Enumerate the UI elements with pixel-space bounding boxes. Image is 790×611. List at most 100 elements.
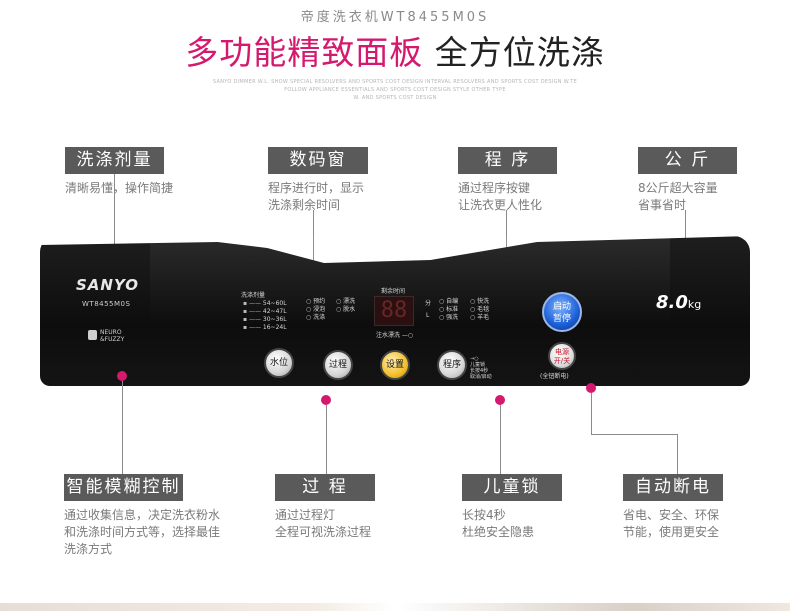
program-option: ○ 毛毯 xyxy=(470,306,490,313)
feature-desc-program: 通过程序按键 让洗衣更人性化 xyxy=(458,180,608,214)
connector-line xyxy=(122,381,123,474)
detergent-row: ▪ —— 42~47L xyxy=(243,308,287,315)
feature-title-child-lock: 儿童锁 xyxy=(462,474,562,501)
child-lock-line: 取消/启动 xyxy=(470,374,492,380)
desc-line: 8公斤超大容量 xyxy=(638,181,718,195)
headline-pink: 多功能精致面板 xyxy=(185,33,424,72)
feature-desc-detergent: 清晰易懂，操作简捷 xyxy=(65,180,215,197)
capacity-unit: kg xyxy=(687,298,702,311)
program-option: ○ 自编 xyxy=(439,298,459,305)
power-label: 电源 xyxy=(555,348,569,356)
desc-line: 通过收集信息，决定洗衣粉水 xyxy=(64,508,221,522)
water-rinse-label: 注水漂洗 —○ xyxy=(376,332,414,339)
process-lights-col1: ○ 预约 ○ 浸泡 ○ 洗涤 xyxy=(306,298,325,322)
detergent-row: ▪ —— 16~24L xyxy=(243,324,287,331)
feature-desc-child-lock: 长按4秒 杜绝安全隐患 xyxy=(462,507,612,541)
desc-line: 杜绝安全隐患 xyxy=(462,525,535,539)
desc-line: 和洗涤时间方式等，选择最佳 xyxy=(64,525,221,539)
neuro-line: &FUZZY xyxy=(100,336,125,343)
connector-line xyxy=(591,393,592,434)
pause-label: 暂停 xyxy=(552,314,571,324)
subtext-line: SANYO DIMMER W.L. SHOW SPECIAL RESOLVERS… xyxy=(212,79,578,85)
digital-display: 88 xyxy=(374,296,414,326)
desc-line: 长按4秒 xyxy=(462,508,506,522)
process-light: ○ 漂洗 xyxy=(336,298,356,305)
callout-dot xyxy=(495,395,505,405)
display-label: 剩余时间 xyxy=(381,288,406,295)
power-note: (全钮断电) xyxy=(540,373,569,380)
subtext-line: W. AND SPORTS COST DESIGN xyxy=(353,95,437,101)
child-lock-hint: →○ 儿童锁 长按4秒 取消/启动 xyxy=(470,356,492,380)
capacity-value: 8.0 xyxy=(656,292,688,313)
detergent-row: ▪ —— 30~36L xyxy=(243,316,287,323)
feature-desc-process: 通过过程灯 全程可视洗涤过程 xyxy=(275,507,435,541)
model-line: 帝度洗衣机WT8455M0S xyxy=(300,10,490,25)
bottom-photo-strip xyxy=(0,603,790,611)
feature-title-detergent: 洗涤剂量 xyxy=(65,147,164,174)
settings-button[interactable]: 设置 xyxy=(380,350,410,380)
connector-line xyxy=(677,434,678,474)
neuro-fuzzy-icon xyxy=(88,330,97,340)
desc-line: 洗涤剩余时间 xyxy=(268,198,341,212)
desc-line: 通过过程灯 xyxy=(275,508,336,522)
process-light: ○ 预约 xyxy=(306,298,326,305)
headline-dark: 全方位洗涤 xyxy=(434,33,605,72)
subtext-line: FOLLOW APPLIANCE ESSENTIALS AND SPORTS C… xyxy=(284,87,506,93)
start-pause-button[interactable]: 启动 暂停 xyxy=(542,292,582,332)
desc-line: 省事省时 xyxy=(638,198,687,212)
child-lock-line: 儿童锁 xyxy=(470,362,486,368)
program-option: ○ 羊毛 xyxy=(470,314,490,321)
feature-desc-fuzzy: 通过收集信息，决定洗衣粉水 和洗涤时间方式等，选择最佳 洗涤方式 xyxy=(64,507,254,558)
detergent-rows: ▪ —— 54~60L ▪ —— 42~47L ▪ —— 30~36L ▪ ——… xyxy=(243,300,287,332)
power-button[interactable]: 电源 开/关 xyxy=(548,342,576,370)
feature-title-auto-off: 自动断电 xyxy=(623,474,723,501)
desc-line: 洗涤方式 xyxy=(64,542,113,556)
feature-desc-display: 程序进行时，显示 洗涤剩余时间 xyxy=(268,180,418,214)
child-lock-line: →○ xyxy=(470,356,479,362)
desc-line: 全程可视洗涤过程 xyxy=(275,525,372,539)
desc-line: 省电、安全、环保 xyxy=(623,508,720,522)
program-option: ○ 标准 xyxy=(439,306,459,313)
feature-title-fuzzy: 智能模糊控制 xyxy=(64,474,183,501)
display-unit-l: L xyxy=(426,312,430,319)
power-sub-label: 开/关 xyxy=(553,357,571,365)
callout-dot xyxy=(586,383,596,393)
process-lights-col2: ○ 漂洗 ○ 脱水 xyxy=(336,298,355,314)
program-col1: ○ 自编 ○ 标准 ○ 强洗 xyxy=(439,298,458,322)
feature-desc-auto-off: 省电、安全、环保 节能，使用更安全 xyxy=(623,507,783,541)
child-lock-line: 长按4秒 xyxy=(470,368,489,374)
program-option: ○ 强洗 xyxy=(439,314,459,321)
neuro-fuzzy-label: NEURO &FUZZY xyxy=(100,329,124,343)
program-button[interactable]: 程序 xyxy=(437,350,467,380)
connector-line xyxy=(500,405,501,474)
connector-line xyxy=(591,434,677,435)
callout-dot xyxy=(321,395,331,405)
feature-title-program: 程 序 xyxy=(458,147,557,174)
desc-line: 节能，使用更安全 xyxy=(623,525,720,539)
feature-title-display: 数码窗 xyxy=(268,147,368,174)
display-unit-min: 分 xyxy=(425,300,432,307)
feature-desc-capacity: 8公斤超大容量 省事省时 xyxy=(638,180,778,214)
desc-line: 通过程序按键 xyxy=(458,181,531,195)
feature-title-process: 过 程 xyxy=(275,474,375,501)
brand-logo: SANYO xyxy=(76,276,140,294)
callout-dot xyxy=(117,371,127,381)
desc-line: 程序进行时，显示 xyxy=(268,181,365,195)
desc-line: 让洗衣更人性化 xyxy=(458,198,543,212)
panel-model: WT8455M0S xyxy=(82,300,131,308)
neuro-line: NEURO xyxy=(100,329,122,336)
desc-line: 清晰易懂，操作简捷 xyxy=(65,181,174,195)
process-light: ○ 浸泡 xyxy=(306,306,326,313)
water-level-button[interactable]: 水位 xyxy=(264,348,294,378)
headline: 多功能精致面板 全方位洗涤 xyxy=(0,26,790,74)
capacity-display: 8.0kg xyxy=(656,292,701,313)
subtext: SANYO DIMMER W.L. SHOW SPECIAL RESOLVERS… xyxy=(200,78,590,102)
program-col2: ○ 快洗 ○ 毛毯 ○ 羊毛 xyxy=(470,298,489,322)
connector-line xyxy=(313,210,314,266)
process-button[interactable]: 过程 xyxy=(323,350,353,380)
feature-title-capacity: 公 斤 xyxy=(638,147,737,174)
detergent-row: ▪ —— 54~60L xyxy=(243,300,287,307)
connector-line xyxy=(114,174,115,246)
detergent-label: 洗涤剂量 xyxy=(241,292,266,299)
process-light: ○ 洗涤 xyxy=(306,314,326,321)
